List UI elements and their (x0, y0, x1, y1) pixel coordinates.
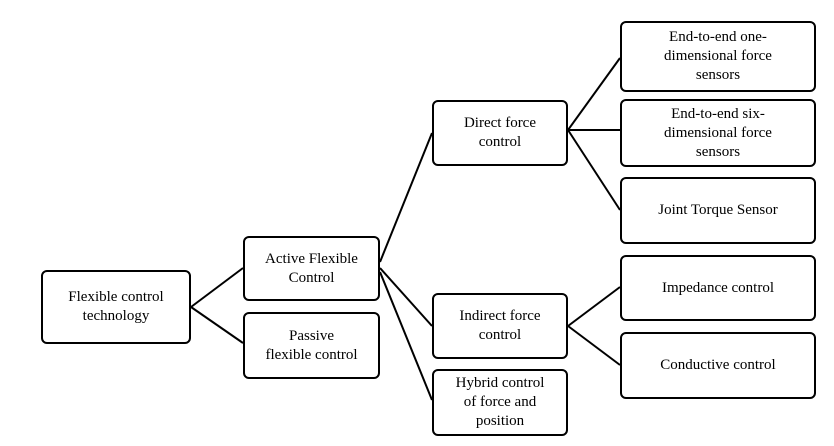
node-direct-force-control: Direct force control (432, 100, 568, 166)
edge-direct-1d (567, 57, 621, 131)
node-flexible-control-technology: Flexible control technology (41, 270, 191, 344)
node-impedance-control: Impedance control (620, 255, 816, 321)
node-indirect-force-control: Indirect force control (432, 293, 568, 359)
edge-indirect-conductive (567, 325, 621, 366)
node-joint-torque-sensor: Joint Torque Sensor (620, 177, 816, 244)
node-conductive-control: Conductive control (620, 332, 816, 399)
node-end-to-end-six-dimensional-force-sensors: End-to-end six- dimensional force sensor… (620, 99, 816, 167)
node-end-to-end-one-dimensional-force-sensors: End-to-end one- dimensional force sensor… (620, 21, 816, 92)
edge-indirect-impedance (567, 286, 621, 327)
edge-active-indirect (379, 267, 433, 327)
edge-active-direct (379, 132, 433, 263)
node-active-flexible-control: Active Flexible Control (243, 236, 380, 301)
edge-root-active (190, 267, 244, 308)
edge-active-hybrid (379, 271, 433, 401)
node-hybrid-control-force-position: Hybrid control of force and position (432, 369, 568, 436)
edge-root-passive (190, 306, 244, 344)
node-passive-flexible-control: Passive flexible control (243, 312, 380, 379)
edge-direct-joint (567, 129, 621, 211)
